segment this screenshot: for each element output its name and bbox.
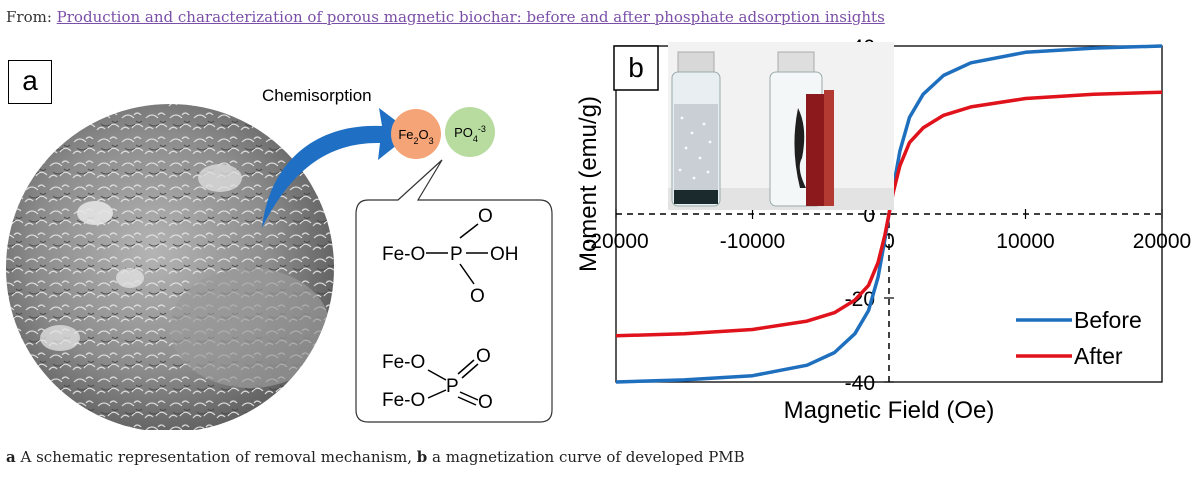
- mechanism-callout: [355, 159, 553, 423]
- caption-b-text: a magnetization curve of developed PMB: [427, 448, 745, 466]
- panel-b-label: b: [628, 52, 644, 83]
- struct1-p: P: [450, 244, 463, 265]
- struct2-o-top: O: [476, 346, 491, 367]
- chemisorption-label: Chemisorption: [262, 86, 372, 105]
- sem-image: [6, 104, 334, 430]
- source-line: From: Production and characterization of…: [6, 8, 885, 26]
- struct1-oh: OH: [490, 244, 519, 265]
- structure-bidentate: Fe-O Fe-O P O O: [382, 346, 493, 413]
- struct1-o-bottom: O: [470, 286, 485, 307]
- figure-canvas: Chemisorption Fe2O3 PO4-3 Fe-O P OH O O …: [6, 38, 1191, 430]
- article-title-link[interactable]: Production and characterization of porou…: [56, 8, 885, 26]
- struct1-feo: Fe-O: [382, 244, 425, 265]
- x-tick-label: 0: [883, 230, 895, 253]
- struct2-p: P: [446, 376, 459, 397]
- vials-photo: [668, 42, 894, 210]
- figure-caption: a A schematic representation of removal …: [6, 448, 745, 466]
- series-line-after: [615, 90, 1163, 338]
- x-axis-label: Magnetic Field (Oe): [784, 397, 995, 424]
- structure-monodentate: Fe-O P OH O O: [382, 206, 519, 307]
- legend-label-before: Before: [1074, 307, 1142, 333]
- x-tick-label: 10000: [996, 230, 1054, 253]
- struct2-o-right: O: [478, 392, 493, 413]
- struct1-o-top: O: [478, 206, 493, 227]
- panel-b-label-box: [613, 45, 659, 91]
- caption-a-label: a: [6, 448, 16, 466]
- po4-label: PO4-3: [454, 124, 486, 144]
- po4-circle: PO4-3: [445, 107, 495, 157]
- panel-a-label: a: [8, 60, 52, 104]
- legend-label-after: After: [1074, 343, 1123, 369]
- fe2o3-circle: Fe2O3: [391, 109, 441, 159]
- x-tick-label: 20000: [1133, 230, 1191, 253]
- struct2-feo-bottom: Fe-O: [382, 390, 425, 411]
- from-label: From:: [6, 8, 52, 26]
- fe2o3-label: Fe2O3: [398, 127, 433, 146]
- chemisorption-arrow: [262, 108, 412, 228]
- caption-a-text: A schematic representation of removal me…: [15, 448, 417, 466]
- x-tick-label: -10000: [720, 230, 785, 253]
- struct2-feo-top: Fe-O: [382, 352, 425, 373]
- caption-b-label: b: [416, 448, 428, 466]
- y-axis-label: Moment (emu/g): [575, 96, 602, 272]
- y-tick-label: -20: [845, 288, 875, 311]
- figure: Chemisorption Fe2O3 PO4-3 Fe-O P OH O O …: [0, 38, 1200, 430]
- y-tick-label: 0: [863, 204, 875, 227]
- magnetization-chart: -20000-1000001000020000-40-2002040Before…: [575, 38, 1191, 424]
- x-tick-label: -20000: [583, 230, 648, 253]
- y-tick-label: -40: [845, 372, 875, 395]
